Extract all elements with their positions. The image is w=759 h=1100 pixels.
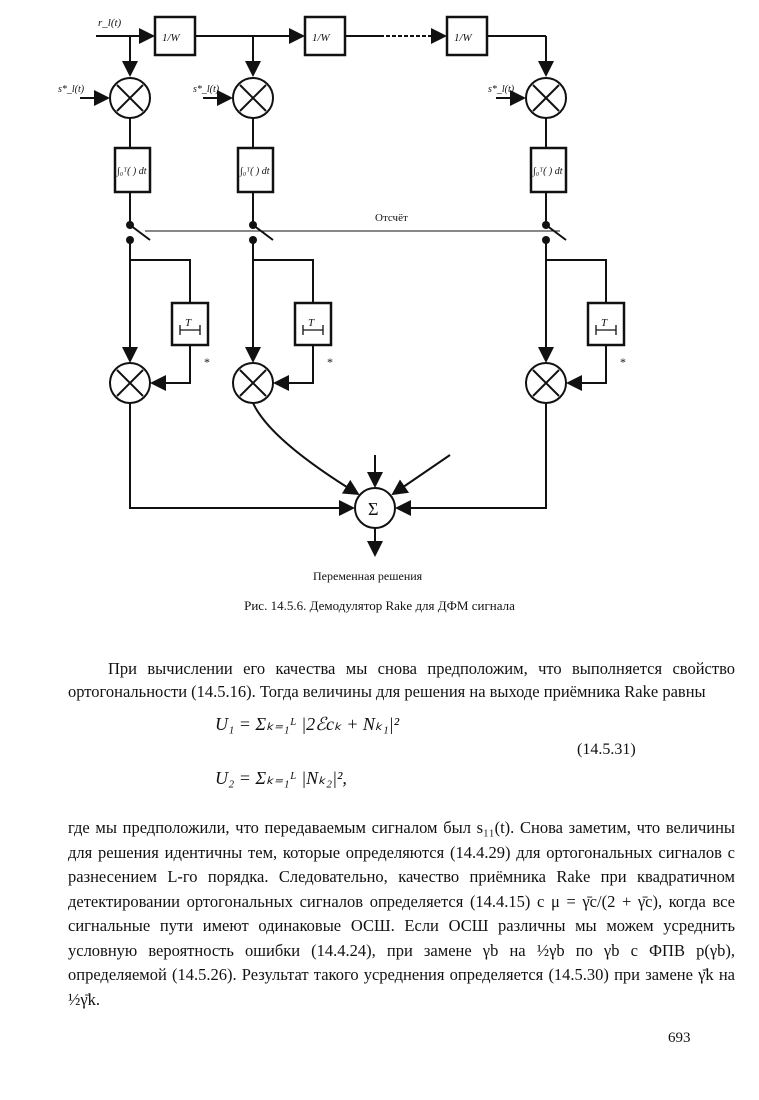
paragraph-2: где мы предположили, что передаваемым си… <box>68 818 735 1009</box>
conj-mark-1: * <box>204 355 210 369</box>
multiplier-4 <box>109 362 151 404</box>
paragraph-1: При вычислении его качества мы снова пре… <box>68 659 735 701</box>
integrator-2 <box>236 146 275 194</box>
t-label-2: T <box>308 317 315 329</box>
integrator-1 <box>113 146 152 194</box>
multiplier-1 <box>109 77 151 119</box>
delay-label-1: 1/W <box>162 32 181 44</box>
ref-label-3: s*_l(t) <box>488 84 515 95</box>
ref-label-1: s*_l(t) <box>58 84 85 95</box>
sample-label: Отсчёт <box>375 212 408 224</box>
integrator-label-3: ∫₀ᵀ( ) dt <box>532 166 563 177</box>
switch-dots <box>126 221 550 244</box>
output-label: Переменная решения <box>313 569 423 583</box>
delay-box-2 <box>303 15 347 57</box>
t-label-1: T <box>185 317 192 329</box>
multiplier-5 <box>232 362 274 404</box>
sum-symbol: Σ <box>368 499 378 519</box>
delay-box-1 <box>153 15 197 57</box>
conj-mark-3: * <box>620 355 626 369</box>
multiplier-2 <box>232 77 274 119</box>
delay-label-2: 1/W <box>312 32 331 44</box>
page-number: 693 <box>668 1030 691 1046</box>
integrator-3 <box>529 146 568 194</box>
multiplier-6 <box>525 362 567 404</box>
input-label: r_l(t) <box>98 17 122 29</box>
conj-mark-2: * <box>327 355 333 369</box>
delay-label-3: 1/W <box>454 32 473 44</box>
equation-1: U₁ = Σₖ₌₁ᴸ |2ℰcₖ + Nₖ₁|² <box>215 714 400 734</box>
integrator-label-1: ∫₀ᵀ( ) dt <box>116 166 147 177</box>
multiplier-3 <box>525 77 567 119</box>
t-label-3: T <box>601 317 608 329</box>
rake-demodulator-diagram: r_l(t) 1/W 1/W 1/W s*_l(t) s*_l(t) s*_l(… <box>58 15 626 583</box>
figure-caption: Рис. 14.5.6. Демодулятор Rake для ДФМ си… <box>244 598 515 613</box>
integrator-label-2: ∫₀ᵀ( ) dt <box>239 166 270 177</box>
equation-2: U₂ = Σₖ₌₁ᴸ |Nₖ₂|², <box>215 768 347 788</box>
equation-number: (14.5.31) <box>577 741 636 758</box>
ref-label-2: s*_l(t) <box>193 84 220 95</box>
delay-box-3 <box>445 15 489 57</box>
